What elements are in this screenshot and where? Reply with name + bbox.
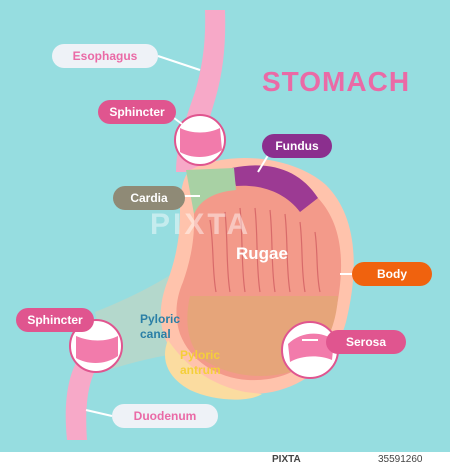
label-serosa: Serosa xyxy=(326,330,406,354)
label-fundus: Fundus xyxy=(262,134,332,158)
cardia-region xyxy=(186,168,236,214)
footer-bar: PIXTA 35591260 xyxy=(0,452,450,469)
label-pyloric-antrum: Pyloric antrum xyxy=(180,348,221,378)
diagram-title: STOMACH xyxy=(262,66,411,97)
label-sphincter-bottom: Sphincter xyxy=(16,308,94,332)
label-duodenum: Duodenum xyxy=(112,404,218,428)
serosa-detail xyxy=(288,333,334,362)
label-cardia: Cardia xyxy=(113,186,185,210)
label-esophagus: Esophagus xyxy=(52,44,158,68)
sphincter-bottom-detail xyxy=(76,336,118,363)
rugae-folds xyxy=(209,207,321,293)
watermark: PIXTA xyxy=(150,208,252,241)
label-pyloric-antrum-line2: antrum xyxy=(180,363,221,377)
fundus-region xyxy=(232,165,318,212)
label-body: Body xyxy=(352,262,432,286)
footer-brand: PIXTA xyxy=(272,454,301,465)
footer-image-id: 35591260 xyxy=(378,454,423,465)
label-sphincter-top: Sphincter xyxy=(98,100,176,124)
label-rugae: Rugae xyxy=(236,244,288,263)
label-pyloric-canal-line2: canal xyxy=(140,327,171,341)
label-pyloric-antrum-line1: Pyloric xyxy=(180,348,221,362)
pyloric-antrum-region xyxy=(164,340,262,400)
sphincter-top-detail xyxy=(180,128,222,157)
label-pyloric-canal-line1: Pyloric xyxy=(140,312,181,326)
label-pyloric-canal: Pyloric canal xyxy=(140,312,180,342)
